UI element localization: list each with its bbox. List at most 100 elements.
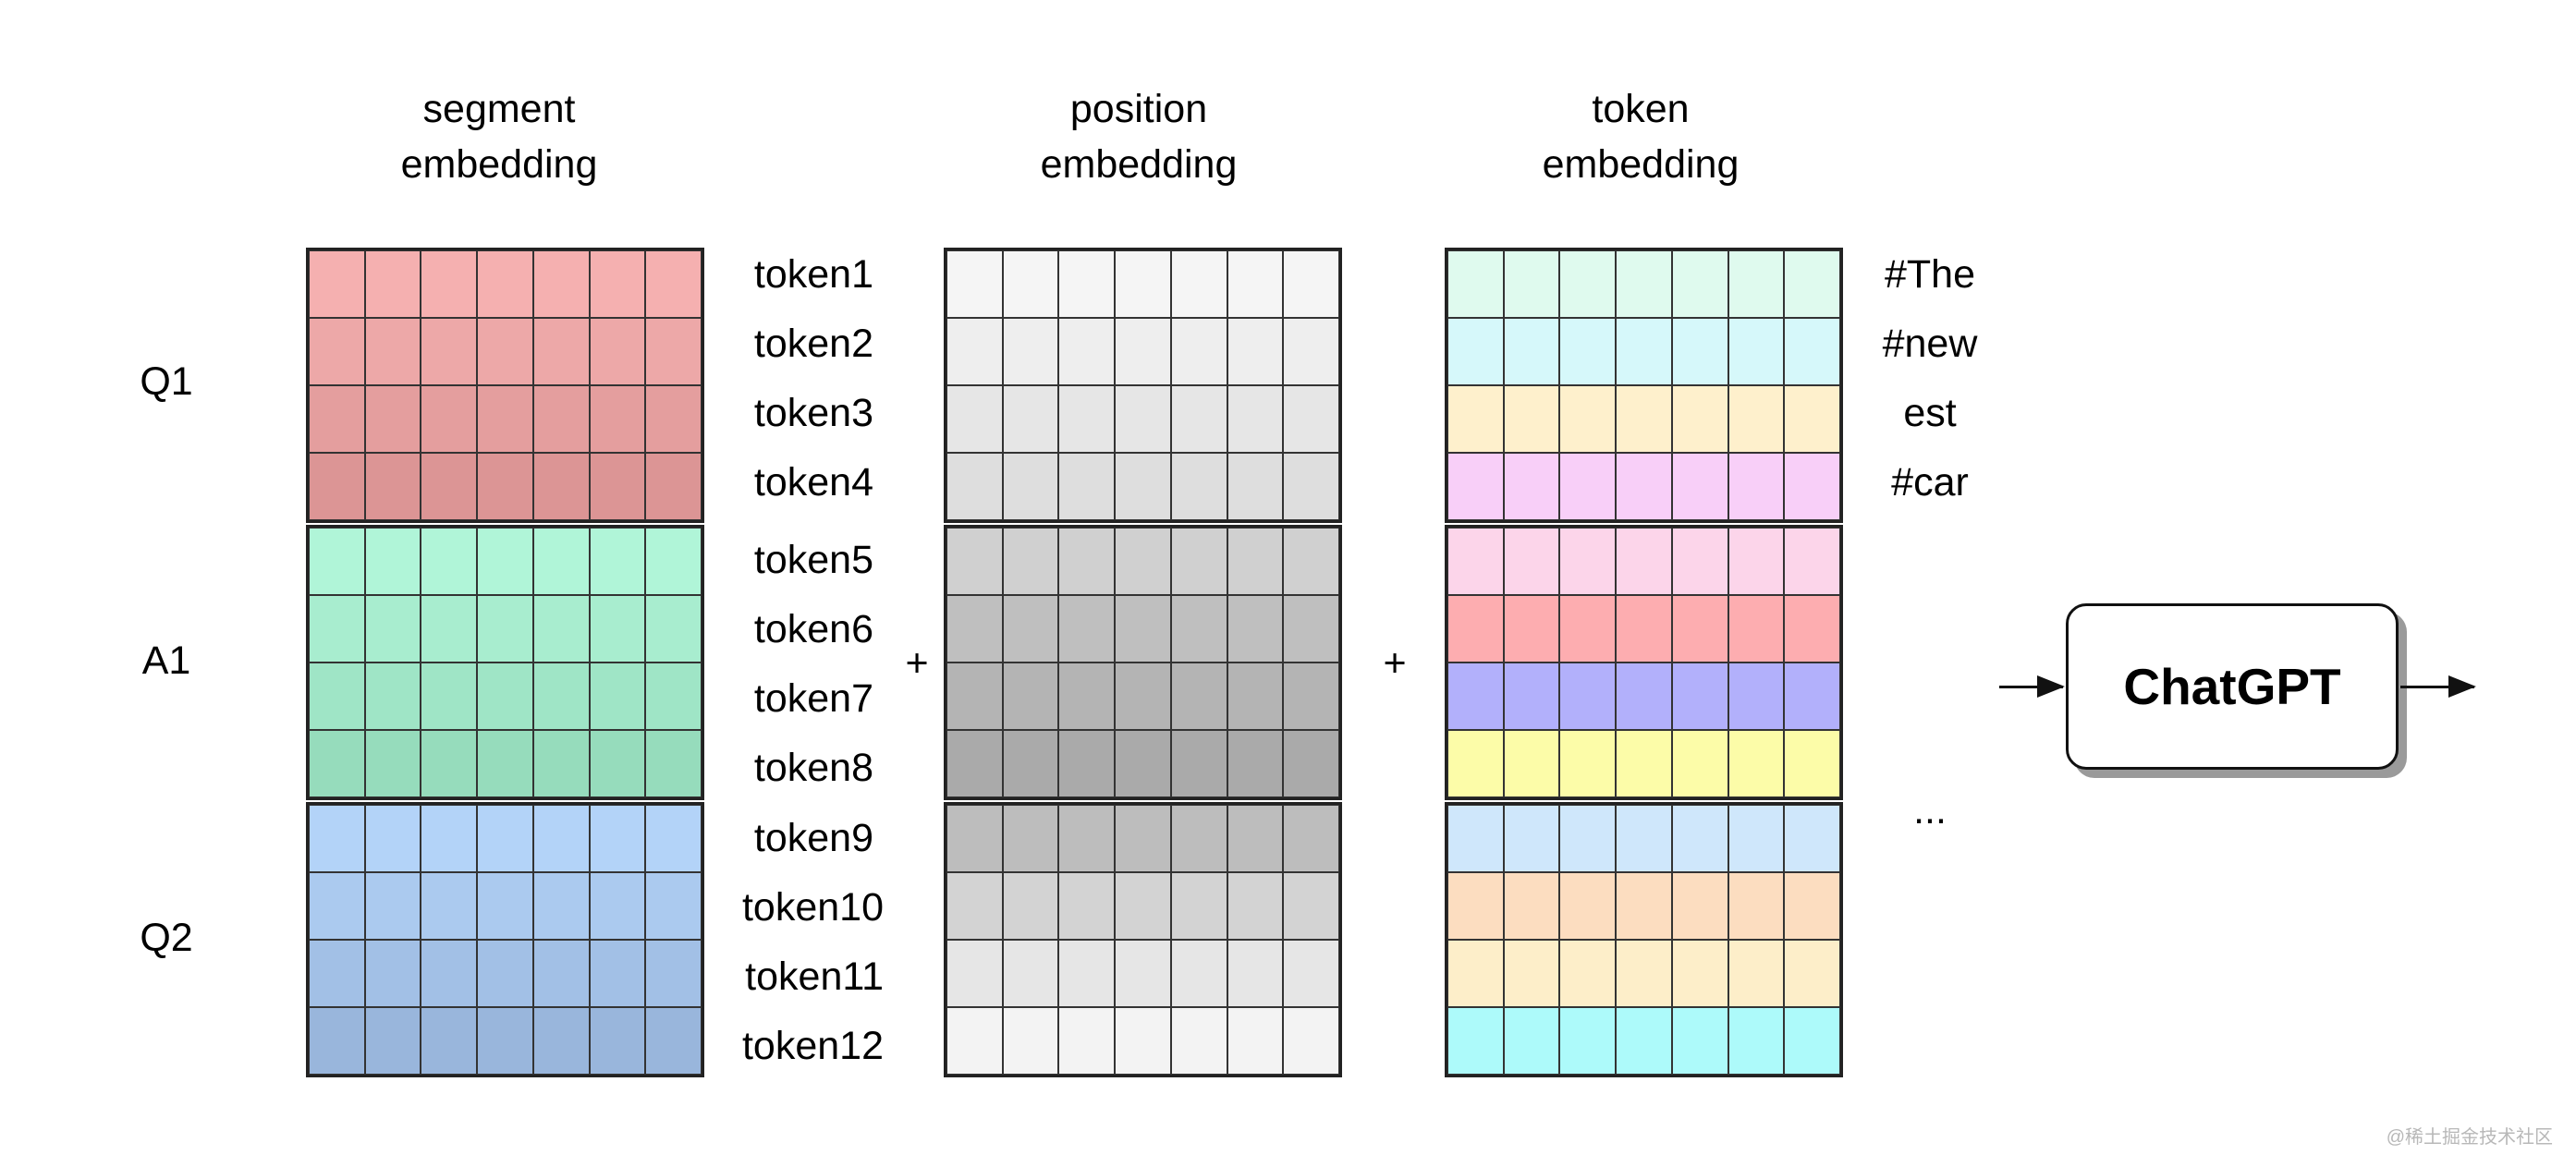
position-embedding-cell: [1115, 385, 1171, 453]
token-embedding-cell: [1784, 1007, 1840, 1075]
token-embedding-cell: [1559, 663, 1617, 730]
token-embedding-cell: [1447, 730, 1504, 797]
segment-embedding-cell: [645, 453, 702, 520]
token-embedding-cell: [1503, 250, 1560, 318]
token-embedding-cell: [1728, 805, 1785, 872]
token-embedding-cell: [1671, 663, 1728, 730]
segment-embedding-cell: [477, 805, 533, 872]
segment-embedding-cell: [364, 385, 421, 453]
segment-embedding-cell: [309, 940, 365, 1007]
position-embedding-cell: [1170, 663, 1227, 730]
position-embedding-cell: [946, 940, 1003, 1007]
segment-embedding-cell: [645, 872, 702, 940]
token-embedding-cell: [1784, 663, 1840, 730]
segment-embedding-cell: [589, 318, 646, 385]
token-embedding-cell: [1559, 385, 1617, 453]
segment-embedding-cell: [309, 730, 365, 797]
token-embedding-cell: [1671, 805, 1728, 872]
segment-embedding-cell: [645, 250, 702, 318]
token-embedding-cell: [1728, 940, 1785, 1007]
token-embedding-cell: [1728, 250, 1785, 318]
token-embedding-cell: [1616, 595, 1672, 663]
position-embedding-cell: [1170, 595, 1227, 663]
segment-label-q2: Q2: [140, 916, 193, 960]
position-embedding-cell: [1283, 318, 1339, 385]
position-embedding-cell: [1227, 250, 1284, 318]
segment-embedding-cell: [589, 453, 646, 520]
segment-embedding-cell: [589, 250, 646, 318]
token-embedding-cell: [1671, 453, 1728, 520]
token-embedding-cell: [1784, 250, 1840, 318]
segment-embedding-cell: [309, 453, 365, 520]
input-arrow: [1999, 675, 2065, 698]
position-embedding-cell: [1115, 595, 1171, 663]
token-embedding-cell: [1616, 528, 1672, 595]
token-embedding-cell: [1671, 250, 1728, 318]
segment-embedding-cell: [477, 250, 533, 318]
token-label-3: token3: [753, 391, 873, 435]
position-embedding-cell: [1002, 318, 1059, 385]
position-embedding-cell: [1115, 872, 1171, 940]
position-embedding-cell: [946, 1007, 1003, 1075]
position-embedding-cell: [1227, 528, 1284, 595]
segment-embedding-cell: [421, 528, 478, 595]
position-embedding-cell: [1283, 805, 1339, 872]
segment-embedding-cell: [364, 730, 421, 797]
segment-embedding-cell: [477, 453, 533, 520]
segment-embedding-cell: [589, 940, 646, 1007]
segment-embedding-cell: [364, 872, 421, 940]
position-embedding-cell: [1170, 318, 1227, 385]
segment-embedding-cell: [645, 805, 702, 872]
token-embedding-cell: [1784, 453, 1840, 520]
segment-embedding-cell: [532, 940, 590, 1007]
position-embedding-cell: [1002, 805, 1059, 872]
token-embedding-cell: [1503, 730, 1560, 797]
position-embedding-cell: [946, 872, 1003, 940]
token-embedding-cell: [1728, 730, 1785, 797]
token-embedding-cell: [1447, 940, 1504, 1007]
token-embedding-cell: [1784, 318, 1840, 385]
position-embedding-cell: [1170, 385, 1227, 453]
token-embedding-cell: [1671, 318, 1728, 385]
position-embedding-cell: [1002, 595, 1059, 663]
segment-embedding-cell: [421, 730, 478, 797]
segment-embedding-cell: [477, 730, 533, 797]
segment-embedding-cell: [477, 385, 533, 453]
token-label-6: token6: [753, 607, 873, 651]
token-embedding-cell: [1503, 385, 1560, 453]
segment-embedding-cell: [421, 940, 478, 1007]
position-embedding-cell: [1058, 453, 1116, 520]
position-embedding-cell: [1058, 730, 1116, 797]
token-embedding-grid-a1: [1445, 525, 1843, 800]
segment-embedding-cell: [421, 595, 478, 663]
position-embedding-cell: [1170, 1007, 1227, 1075]
position-embedding-cell: [1115, 318, 1171, 385]
token-embedding-cell: [1671, 595, 1728, 663]
position-embedding-cell: [1283, 453, 1339, 520]
position-embedding-cell: [946, 663, 1003, 730]
token-embedding-cell: [1671, 1007, 1728, 1075]
segment-embedding-cell: [421, 872, 478, 940]
segment-embedding-cell: [364, 453, 421, 520]
token-embedding-cell: [1503, 940, 1560, 1007]
segment-embedding-cell: [532, 318, 590, 385]
segment-embedding-cell: [589, 528, 646, 595]
position-embedding-cell: [1115, 453, 1171, 520]
position-embedding-cell: [1227, 1007, 1284, 1075]
position-embedding-cell: [1115, 730, 1171, 797]
token-embedding-cell: [1616, 250, 1672, 318]
position-embedding-cell: [1227, 940, 1284, 1007]
token-embedding-cell: [1616, 1007, 1672, 1075]
segment-embedding-cell: [421, 318, 478, 385]
position-embedding-cell: [1058, 250, 1116, 318]
position-embedding-cell: [1170, 250, 1227, 318]
position-embedding-cell: [1283, 663, 1339, 730]
token-embedding-grid-q2: [1445, 802, 1843, 1077]
position-embedding-cell: [1002, 872, 1059, 940]
segment-embedding-cell: [532, 250, 590, 318]
segment-embedding-grid-q1: [306, 248, 704, 523]
position-embedding-cell: [1227, 318, 1284, 385]
position-embedding-cell: [1115, 250, 1171, 318]
token-embedding-cell: [1728, 1007, 1785, 1075]
